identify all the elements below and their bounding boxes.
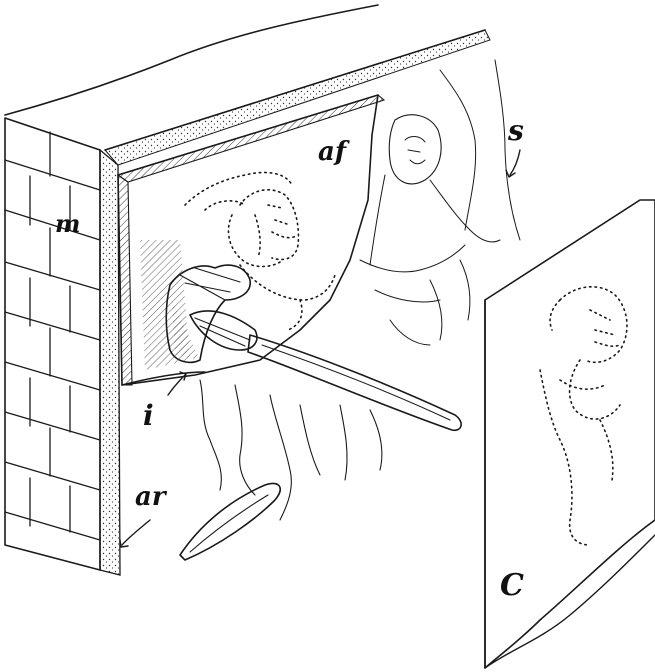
- label-s: s: [507, 114, 524, 147]
- sketched-figure-on-arriccio: [359, 59, 521, 346]
- label-c: C: [500, 568, 524, 603]
- trowel-icon: [179, 482, 281, 561]
- label-arrows: [119, 149, 521, 548]
- arriccio-layer: [99, 148, 121, 576]
- hand-icon: [165, 264, 251, 364]
- label-af: af: [318, 137, 350, 167]
- label-m: m: [55, 209, 80, 238]
- wall-top: [4, 4, 491, 166]
- label-ar: ar: [135, 482, 168, 512]
- lower-sketch: [199, 379, 383, 521]
- cartoon-sheet: [484, 199, 655, 669]
- sinopia-figure-dotted: [184, 171, 336, 331]
- paintbrush-icon: [189, 310, 462, 432]
- label-i: i: [143, 399, 154, 432]
- brick-wall: [4, 117, 101, 571]
